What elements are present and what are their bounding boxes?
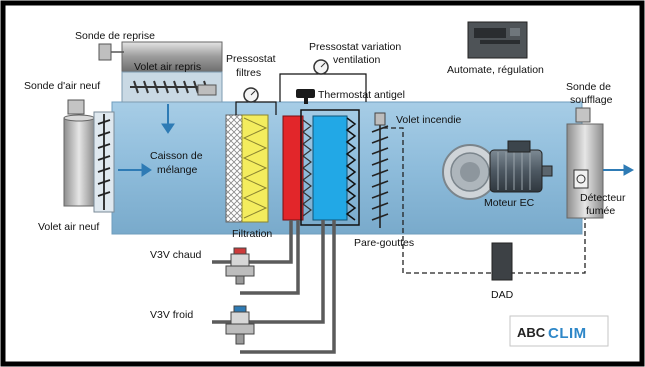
return-air-actuator	[198, 85, 216, 95]
label-sonde-air-neuf: Sonde d'air neuf	[24, 80, 100, 92]
logo-text-abc: ABC	[517, 325, 546, 340]
dad-unit	[492, 243, 512, 280]
label-volet-air-neuf: Volet air neuf	[38, 221, 99, 233]
abcclim-logo: ABC CLIM	[510, 316, 608, 346]
label-sonde-reprise: Sonde de reprise	[75, 30, 155, 42]
label-v3v-froid: V3V froid	[150, 309, 193, 321]
label-pressostat-variation-line2: ventilation	[333, 54, 380, 66]
label-v3v-chaud: V3V chaud	[150, 249, 202, 261]
label-sonde-soufflage-line2: soufflage	[570, 94, 613, 106]
pre-filter-panel	[226, 115, 242, 222]
plc-controller	[468, 22, 527, 58]
label-thermostat-antigel: Thermostat antigel	[318, 89, 405, 101]
label-filtration: Filtration	[232, 228, 272, 240]
label-volet-air-repris: Volet air repris	[134, 61, 201, 73]
supply-air-sensor	[576, 108, 590, 122]
label-moteur-ec: Moteur EC	[484, 197, 535, 209]
label-volet-incendie: Volet incendie	[396, 114, 462, 126]
ec-fan-assembly	[443, 141, 552, 199]
label-automate: Automate, régulation	[447, 64, 544, 76]
label-detecteur-line2: fumée	[586, 205, 615, 217]
label-sonde-soufflage-line1: Sonde de	[566, 81, 611, 93]
label-caisson-line1: Caisson de	[150, 150, 203, 162]
fresh-air-inlet-duct	[64, 112, 114, 212]
logo-text-clim: CLIM	[548, 325, 587, 342]
label-pressostat-filtres-line2: filtres	[236, 67, 261, 79]
fresh-air-sensor	[68, 100, 84, 114]
label-caisson-line2: mélange	[157, 164, 197, 176]
label-pressostat-filtres-line1: Pressostat	[226, 53, 276, 65]
label-pressostat-variation-line1: Pressostat variation	[309, 41, 401, 53]
label-dad: DAD	[491, 289, 514, 301]
label-pare-gouttes: Pare-gouttes	[354, 237, 414, 249]
bag-filter-panel	[242, 115, 268, 222]
label-detecteur-line1: Détecteur	[580, 192, 626, 204]
